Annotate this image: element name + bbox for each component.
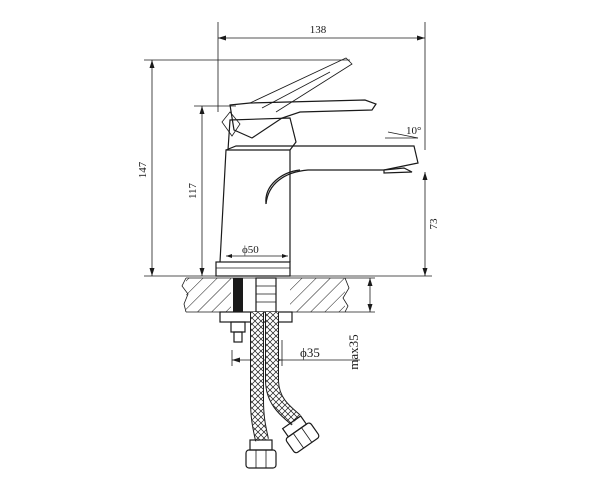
flexible-hoses — [245, 312, 320, 469]
dimension-spout-height: 73 — [422, 172, 440, 276]
faucet-body — [215, 117, 419, 277]
handle-open-outline — [249, 57, 353, 113]
dim-body-height-label: 117 — [187, 182, 199, 199]
dimension-overall-height: 147 — [137, 59, 350, 276]
dim-spout-height-label: 73 — [428, 218, 440, 230]
dimension-width: 138 — [217, 22, 426, 150]
handle-closed — [221, 99, 377, 139]
dim-overall-height-label: 147 — [137, 161, 149, 178]
hose-fitting-left — [245, 439, 277, 469]
hose-fitting-right — [281, 415, 320, 454]
max-thickness-label: max35 — [346, 334, 361, 369]
angle-annotation: 10° — [385, 125, 421, 139]
base-diameter-label: ϕ50 — [242, 244, 259, 256]
dimension-max-thickness: max35 — [345, 277, 375, 370]
hole-diameter-label: ϕ35 — [300, 345, 320, 360]
base-diameter-annotation: ϕ50 — [226, 244, 288, 258]
countertop-section — [181, 277, 350, 313]
dim-width-label: 138 — [310, 24, 327, 36]
dimension-body-height: 117 — [187, 105, 236, 276]
spout-angle-label: 10° — [406, 125, 421, 137]
